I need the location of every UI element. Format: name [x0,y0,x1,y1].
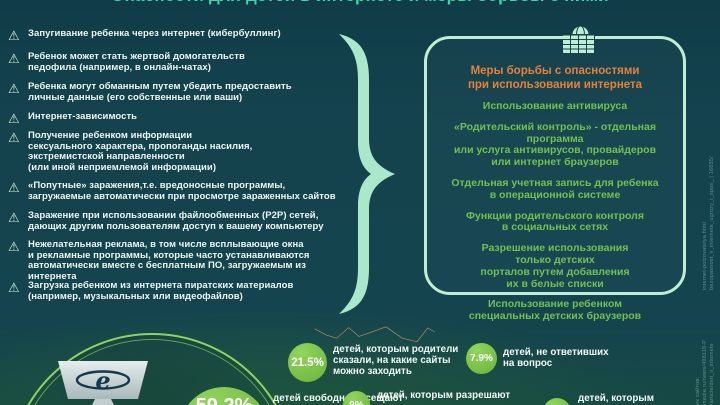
stat-label: детей, не ответивших на вопрос [503,347,609,369]
danger-item: ⚠ Интернет-зависимость [8,111,348,126]
brick-wall-icon [563,35,595,53]
danger-text: «Попутные» заражения,т.е. вредоносные пр… [28,180,336,202]
warning-triangle-icon: ⚠ [8,51,20,66]
svg-text:e: e [95,366,110,395]
danger-item: ⚠ Нежелательная реклама, в том числе всп… [8,239,348,282]
stat-circle-7-9: 7.9% [466,343,497,374]
stat-label: детей, которым родители сказали, на каки… [333,344,459,377]
danger-item: ⚠ Получение ребенком информации сексуаль… [8,130,348,173]
stat-label: детей, которым разрешают [377,390,511,401]
warning-triangle-icon: ⚠ [8,239,20,254]
danger-item: ⚠ «Попутные» заражения,т.е. вредоносные … [8,180,348,202]
page-title: Опасности для детей в интернете и меры б… [0,0,720,6]
source-watermark: их сайтов: media.ru/news/498118-P /artic… [695,339,715,405]
firewall-globe-icon [561,25,599,55]
stat-value: 9% [349,400,363,405]
danger-text: Получение ребенком информации сексуально… [28,130,253,173]
danger-item: ⚠ Ребенка могут обманным путем убедить п… [8,81,348,103]
danger-text: Ребенок может стать жертвой домогательст… [28,51,245,73]
stat-circle-partial [543,398,571,405]
warning-triangle-icon: ⚠ [8,280,20,295]
warning-triangle-icon: ⚠ [8,28,20,43]
danger-text: Запугивание ребенка через интернет (кибе… [28,28,281,39]
danger-text: Ребенка могут обманным путем убедить пре… [28,81,292,103]
danger-item: ⚠ Запугивание ребенка через интернет (ки… [8,28,348,43]
danger-text: Загрузка ребенком из интернета пиратских… [28,280,294,302]
measure-item: Отдельная учетная запись для ребенка в о… [451,176,659,201]
danger-text: Заражение при использовании файлообменны… [28,210,324,232]
measures-heading: Меры борьбы с опасностями при использова… [467,65,643,91]
danger-item: ⚠ Заражение при использовании файлообмен… [8,210,348,232]
warning-triangle-icon: ⚠ [8,180,20,195]
stat-circle-21-5: 21.5% [288,343,327,382]
warning-triangle-icon: ⚠ [8,130,20,145]
stat-circle-9: 9% [343,391,370,405]
stat-label: детей свободно посещают [273,393,404,404]
warning-triangle-icon: ⚠ [8,81,20,96]
source-watermark: internet-polzovatelya.html bezopasnost_v… [702,156,715,290]
danger-text: Нежелательная реклама, в том числе всплы… [28,239,310,282]
stat-label: детей, которым [578,393,655,404]
stat-value: 21.5% [291,356,324,369]
stat-value: 59.2% [196,395,253,405]
measures-panel: Меры борьбы с опасностями при использова… [424,25,686,322]
warning-triangle-icon: ⚠ [8,210,20,225]
stat-value: 7.9% [470,353,493,364]
danger-item: ⚠ Загрузка ребенком из интернета пиратск… [8,280,348,302]
curly-brace [339,34,395,314]
measure-item: Функции родительского контроля в социаль… [466,209,644,234]
danger-item: ⚠ Ребенок может стать жертвой домогатель… [8,51,348,73]
measure-item: «Родительский контроль» - отдельная прог… [453,120,657,169]
monitor-browser-icon: e [58,361,148,405]
danger-text: Интернет-зависимость [28,111,138,122]
warning-triangle-icon: ⚠ [8,111,20,126]
connector-zigzag-line [314,326,435,342]
measure-item: Разрешение использования только детских … [480,242,630,290]
measure-item: Использование антивируса [482,100,628,112]
